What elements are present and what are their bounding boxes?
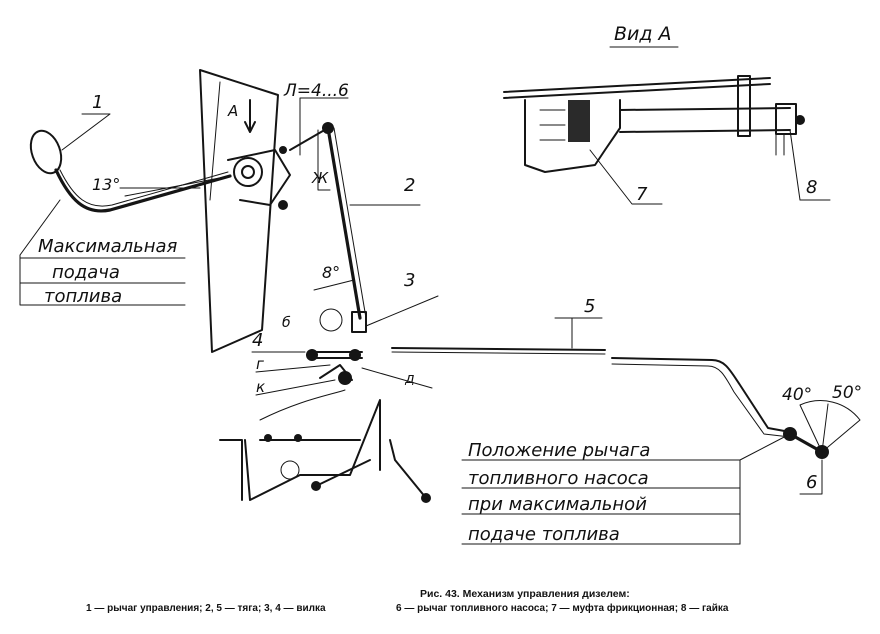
rod-5 bbox=[391, 347, 606, 351]
note-max-feed-line3: топлива bbox=[44, 286, 122, 307]
lever-sector bbox=[799, 400, 861, 453]
caption-title: Рис. 43. Механизм управления дизелем: bbox=[420, 588, 630, 600]
note-pump-line3: при максимальной bbox=[468, 494, 647, 515]
view-title: Вид А bbox=[614, 23, 672, 45]
note-pump-line2: топливного насоса bbox=[468, 468, 649, 489]
fork-circle bbox=[319, 308, 343, 332]
view-arrow-label: А bbox=[227, 102, 238, 120]
label-7: 7 bbox=[636, 184, 648, 205]
view-arrow bbox=[244, 99, 256, 133]
frame-hole bbox=[280, 460, 300, 480]
figure-caption: Рис. 43. Механизм управления дизелем: 1 … bbox=[86, 588, 729, 614]
label-g: г bbox=[256, 355, 264, 373]
lever-hub bbox=[233, 157, 263, 187]
label-2: 2 bbox=[404, 175, 415, 196]
label-4: 4 bbox=[252, 330, 263, 351]
lower-frame bbox=[219, 399, 381, 501]
label-k: к bbox=[256, 378, 265, 396]
lever-knob bbox=[29, 129, 63, 175]
friction-clutch-7 bbox=[568, 100, 590, 142]
label-3: 3 bbox=[404, 270, 415, 291]
label-6: 6 bbox=[806, 472, 817, 493]
label-zh: Ж bbox=[311, 169, 329, 187]
view-a: Вид А 7 8 bbox=[503, 23, 831, 205]
label-1: 1 bbox=[92, 92, 103, 113]
right-assembly: 5 40° 50° 6 Положение рычага топливного … bbox=[391, 296, 862, 545]
control-panel-plate bbox=[199, 69, 279, 353]
angle-13: 13° bbox=[92, 175, 120, 194]
note-max-feed-line1: Максимальная bbox=[38, 236, 178, 257]
caption-legend-left: 1 — рычаг управления; 2, 5 — тяга; 3, 4 … bbox=[86, 603, 326, 614]
rod-2 bbox=[326, 126, 362, 320]
angle-8: 8° bbox=[322, 263, 340, 282]
label-5: 5 bbox=[584, 296, 595, 317]
caption-legend-right: 6 — рычаг топливного насоса; 7 — муфта ф… bbox=[396, 602, 729, 614]
angle-50: 50° bbox=[832, 383, 862, 403]
view-a-housing bbox=[524, 99, 621, 173]
label-b: б bbox=[282, 315, 291, 331]
angle-40: 40° bbox=[782, 385, 812, 405]
note-max-feed-line2: подача bbox=[52, 262, 120, 283]
note-pump-line4: подаче топлива bbox=[468, 524, 620, 545]
left-assembly: А 13° 1 Максимальная подача топлива Л=4.… bbox=[19, 69, 439, 503]
label-8: 8 bbox=[806, 177, 817, 198]
nut-8 bbox=[795, 115, 805, 125]
gap-dimension: Л=4...6 bbox=[283, 81, 349, 101]
control-lever-1 bbox=[54, 168, 232, 213]
note-pump-line1: Положение рычага bbox=[468, 440, 650, 461]
label-d: д bbox=[404, 371, 415, 387]
